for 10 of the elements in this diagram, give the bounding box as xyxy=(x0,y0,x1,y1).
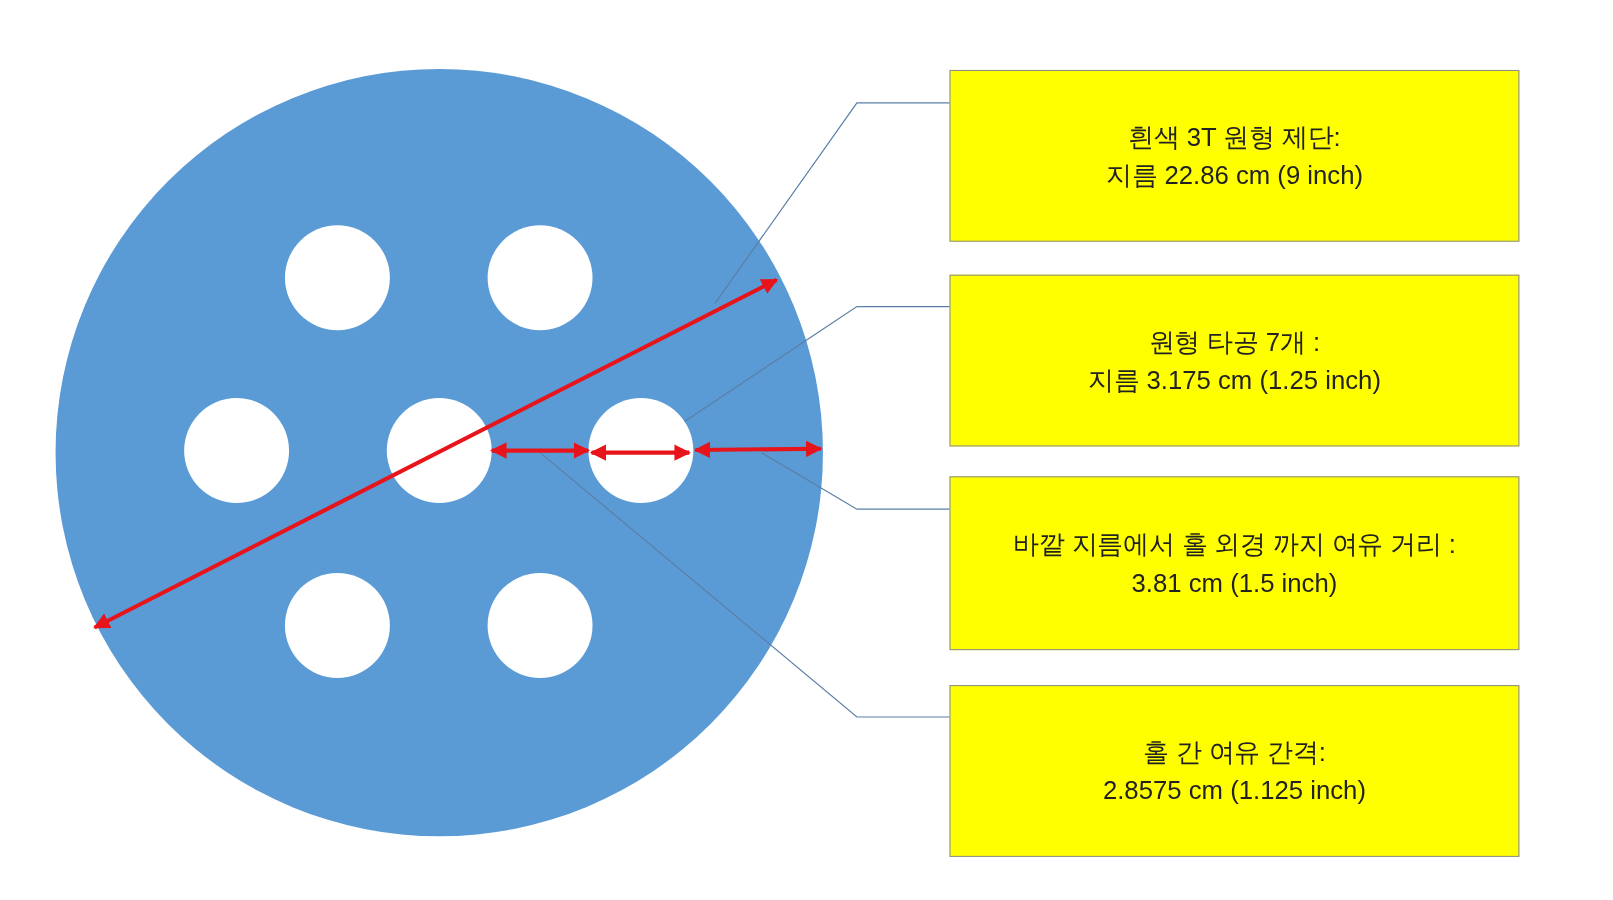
dimension-arrow xyxy=(490,442,591,459)
leader-line xyxy=(714,102,951,305)
dimension-arrow xyxy=(693,440,823,459)
label-box: 흰색 3T 원형 제단: 지름 22.86 cm (9 inch) xyxy=(949,69,1520,242)
label-box: 바깥 지름에서 홀 외경 까지 여유 거리 : 3.81 cm (1.5 inch) xyxy=(949,476,1520,651)
label-box: 원형 타공 7개 : 지름 3.175 cm (1.25 inch) xyxy=(949,274,1520,447)
label-box: 홀 간 여유 간격: 2.8575 cm (1.125 inch) xyxy=(949,685,1520,857)
leader-line xyxy=(760,452,951,510)
leader-line xyxy=(683,305,951,423)
leader-line xyxy=(539,452,951,718)
